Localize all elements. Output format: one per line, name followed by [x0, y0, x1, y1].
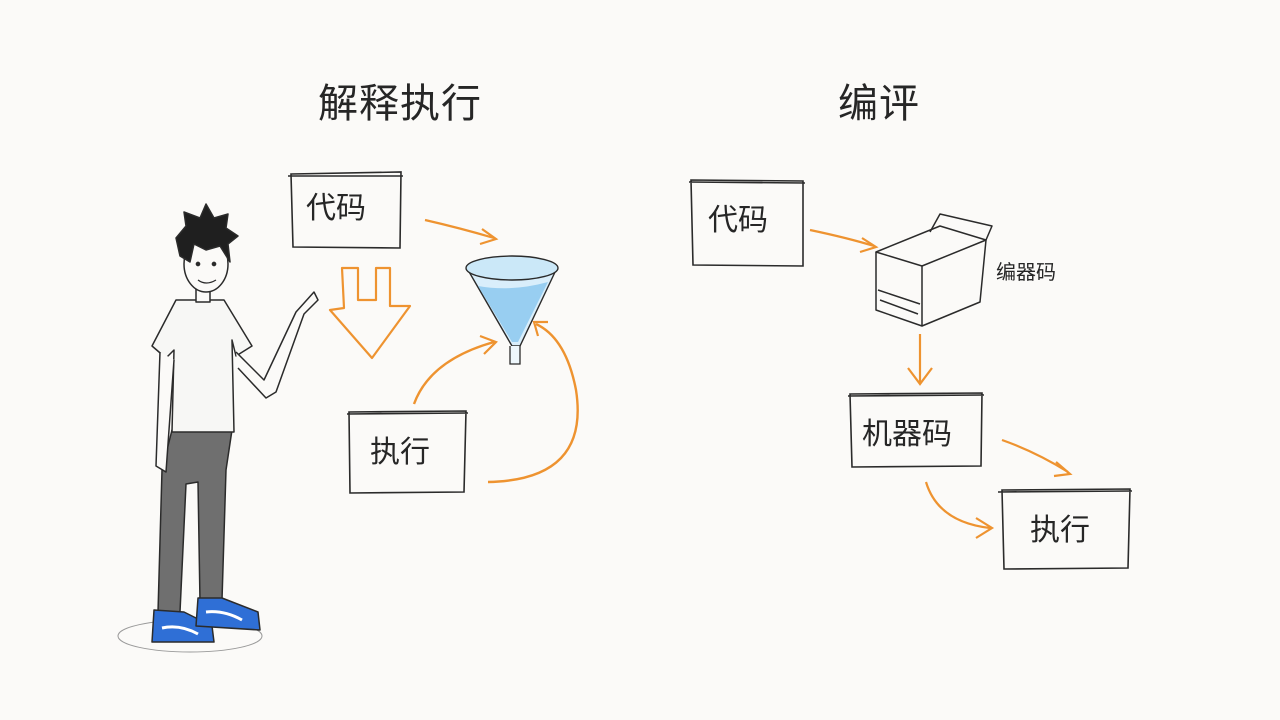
interpret-code-label: 代码: [306, 191, 366, 226]
person-illustration: [117, 203, 319, 653]
arrow-machine-to-exec-right: [1001, 438, 1069, 473]
compile-code-box: [688, 179, 806, 267]
compiler-box-icon: [875, 213, 993, 327]
interpret-exec-box: [346, 410, 469, 494]
compile-exec-box: [997, 488, 1133, 570]
compile-code-label: 代码: [708, 203, 768, 238]
machine-code-box: [847, 392, 985, 468]
arrow-loop-to-funnel: [487, 322, 579, 484]
compiler-label: 编器码: [996, 260, 1056, 284]
funnel-icon: [465, 255, 559, 365]
down-arrow-icon: [328, 266, 412, 360]
arrow-exec-to-funnel: [412, 340, 495, 405]
compile-title: 编评: [838, 81, 920, 127]
machine-code-label: 机器码: [862, 417, 952, 452]
left-shoe-icon: [151, 609, 215, 643]
arrow-code-to-compiler: [809, 228, 875, 248]
interpret-code-box: [288, 171, 403, 249]
arrow-machine-to-exec-curve: [924, 481, 991, 530]
interpret-title: 解释执行: [318, 81, 482, 127]
arrow-code-to-funnel: [424, 218, 495, 240]
interpret-exec-label: 执行: [370, 435, 430, 470]
compile-exec-label: 执行: [1030, 513, 1090, 548]
